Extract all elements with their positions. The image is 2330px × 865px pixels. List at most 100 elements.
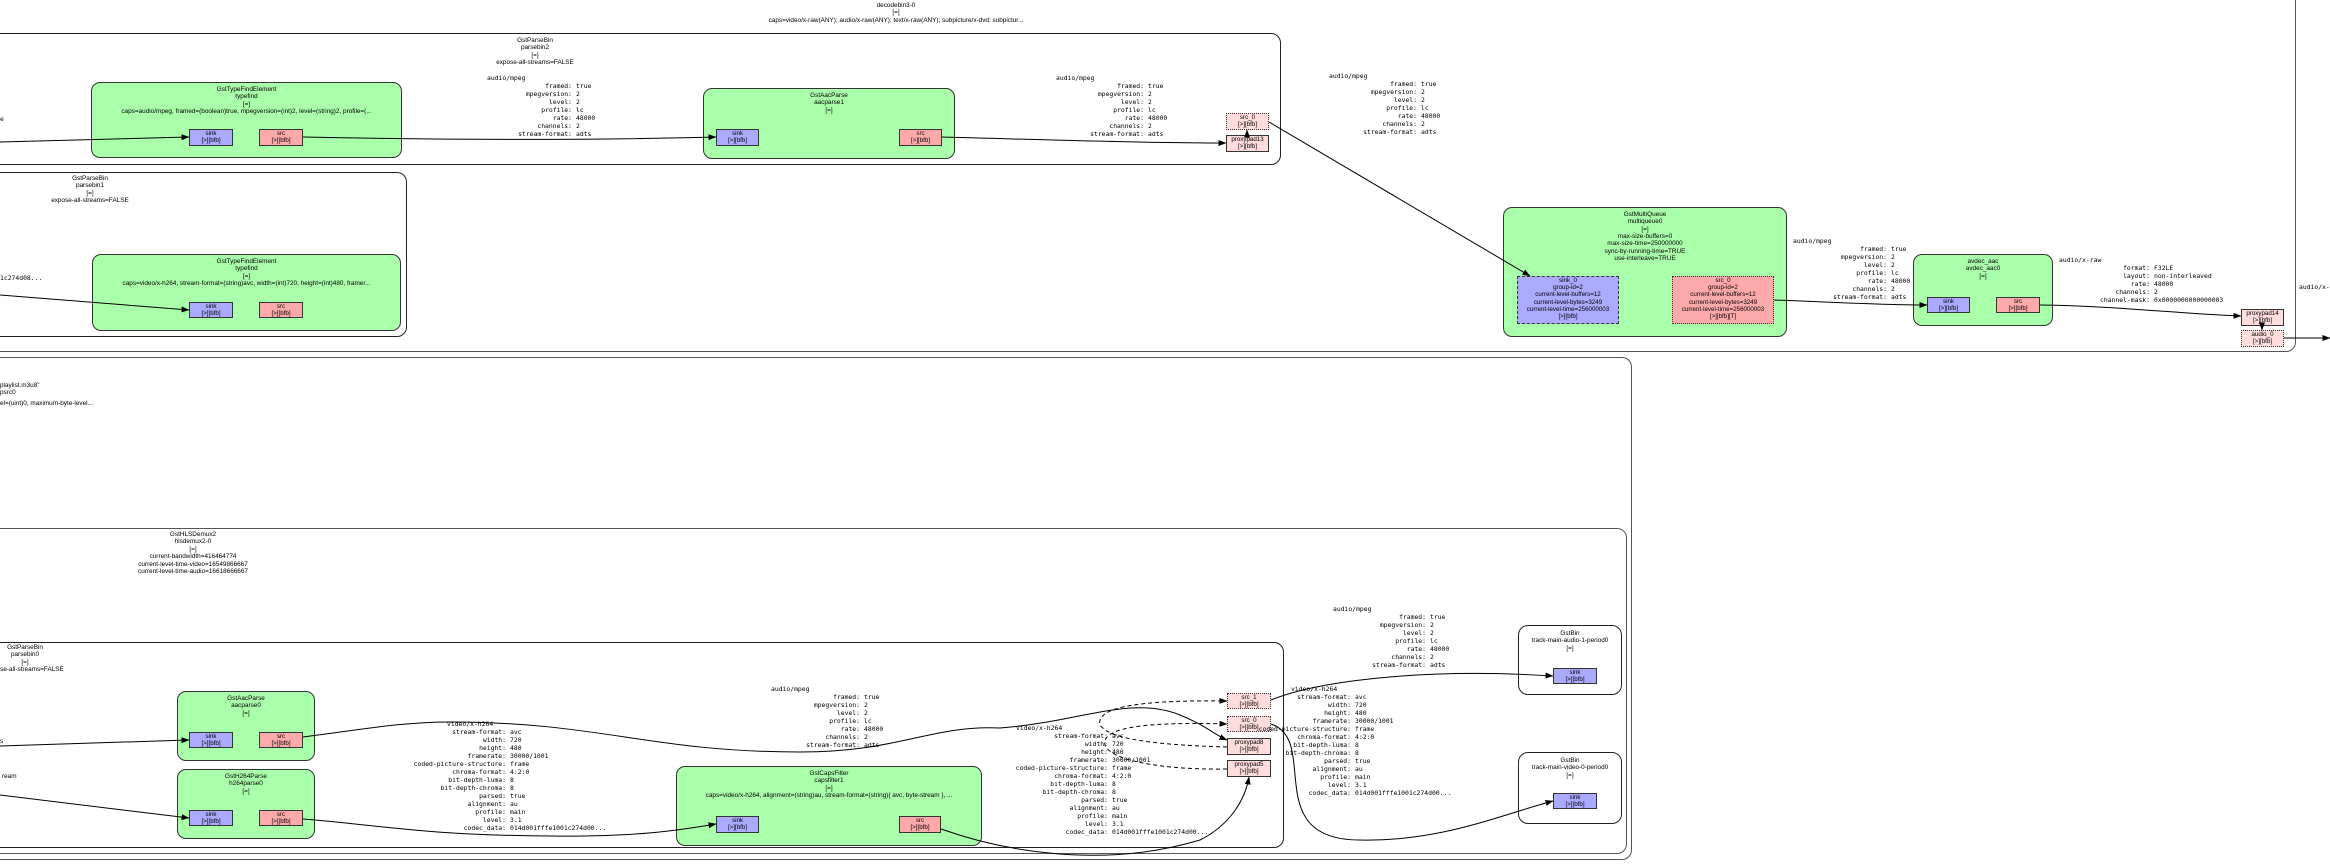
pad-pb0_src1[interactable]: src_1[>][bfb] xyxy=(1227,693,1271,709)
pad-h264_sink[interactable]: sink[>][bfb] xyxy=(189,810,233,826)
element-h264parse0-label-line: GstH264Parse xyxy=(225,773,267,780)
caps-media-label: audio/mpeg xyxy=(1056,74,1095,82)
pad-label: [>][bfb] xyxy=(1237,143,1258,151)
caps-field-value: 720 xyxy=(1112,740,1124,748)
caps-field-value: 2 xyxy=(864,733,868,741)
pad-label: sink xyxy=(205,811,217,818)
caps-field-key: stream-format: xyxy=(1297,693,1351,701)
cluster-parsebin0-title-line: GstParseBin xyxy=(7,644,43,651)
element-typefind_audio-label-line: GstTypeFindElement xyxy=(216,86,277,93)
pad-label: src_0 xyxy=(1241,717,1257,724)
cluster-track_video-title-line: [=] xyxy=(1566,771,1574,779)
cluster-track_audio-title-line: track-main-audio-1-period0 xyxy=(1531,637,1609,645)
caps-field-value: 2 xyxy=(864,701,868,709)
pad-h264_src[interactable]: src[>][bfb] xyxy=(259,810,303,826)
edge-link xyxy=(0,737,190,747)
caps-field-value: avc xyxy=(1355,693,1367,701)
element-typefind_audio[interactable] xyxy=(91,82,402,158)
caps-field-key: level: xyxy=(1327,781,1351,789)
element-capsfilter1-label-line: capsfilter1 xyxy=(814,777,844,785)
caps-field-key: rate: xyxy=(2130,280,2150,288)
pad-cf_sink[interactable]: sink[>][bfb] xyxy=(716,816,759,833)
cluster-parsebin0-title-line: parsebin0 xyxy=(10,651,40,659)
element-capsfilter1-label-line: GstCapsFilter xyxy=(809,770,849,777)
pad-label: group-id=2 xyxy=(1708,284,1738,292)
pad-avdec_src[interactable]: src[>][bfb] xyxy=(1996,297,2040,313)
pad-label: audio_0 xyxy=(2251,331,2274,338)
edge-link xyxy=(940,776,1251,856)
caps-field-key: bit-depth-luma: xyxy=(1050,780,1108,788)
pad-label: [>][bfb] xyxy=(201,310,221,318)
pad-tfv_sink[interactable]: sink[>][bfb] xyxy=(189,302,233,318)
caps-field-key: stream-format: xyxy=(1090,130,1144,138)
caps-field-value: lc xyxy=(1430,637,1438,645)
pad-pb0_src0[interactable]: src_0[>][bfb] xyxy=(1227,716,1271,732)
cluster-track_audio-title-line: GstBin xyxy=(1560,630,1580,637)
caps-field-value: lc xyxy=(576,106,584,114)
edge-link xyxy=(1099,697,1228,748)
pad-label: sink xyxy=(731,817,743,824)
element-typefind_video-label-line: caps=video/x-h264, stream-format=(string… xyxy=(122,280,371,288)
pad-label: [>][bfb] xyxy=(201,818,221,826)
caps-field-value: non-interleaved xyxy=(2154,272,2212,280)
pad-audio_0[interactable]: audio_0[>][bfb] xyxy=(2241,330,2284,347)
caps-field-key: bit-depth-luma: xyxy=(448,776,506,784)
pad-label: [>][bfb] xyxy=(910,824,930,832)
pad-cf_src[interactable]: src[>][bfb] xyxy=(899,816,941,833)
element-aacparse1[interactable] xyxy=(703,88,955,159)
caps-field-key: level: xyxy=(1120,98,1144,106)
caps-field-key: profile: xyxy=(829,717,860,725)
cluster-souphttpsrc xyxy=(0,357,1632,860)
caps-field-key: profile: xyxy=(1395,637,1426,645)
pad-aac0_src[interactable]: src[>][bfb] xyxy=(259,732,303,748)
caps-field-value: 30000/1001 xyxy=(510,752,549,760)
pad-aac1_sink[interactable]: sink[>][bfb] xyxy=(716,129,759,146)
pad-proxypad8[interactable]: proxypad8[>][bfb] xyxy=(1227,738,1271,755)
element-avdec_aac0[interactable] xyxy=(1913,254,2053,326)
pad-aac0_sink[interactable]: sink[>][bfb] xyxy=(189,732,233,748)
edge-link xyxy=(1773,299,1928,308)
pad-proxypad5[interactable]: proxypad5[>][bfb] xyxy=(1227,760,1271,777)
caps-field-value: 2 xyxy=(1430,653,1434,661)
pad-aac1_src[interactable]: src[>][bfb] xyxy=(899,129,942,146)
pad-tfa_src[interactable]: src[>][bfb] xyxy=(259,129,303,146)
element-aacparse0[interactable] xyxy=(177,691,315,761)
caps-field-key: width: xyxy=(1327,701,1351,709)
caps-field-key: bit-depth-chroma: xyxy=(1042,788,1108,796)
element-h264parse0[interactable] xyxy=(177,769,315,839)
pad-ta_sink[interactable]: sink[>][bfb] xyxy=(1553,668,1597,684)
element-h264parse0-label-line: h264parse0 xyxy=(229,780,263,788)
caps-field-key: level: xyxy=(482,816,506,824)
element-typefind_video[interactable] xyxy=(92,254,401,331)
caps-field-value: 8 xyxy=(1112,788,1116,796)
caps-field-key: width: xyxy=(482,736,506,744)
caps-field-value: 48000 xyxy=(576,114,596,122)
caps-field-value: 3.1 xyxy=(1112,820,1124,828)
element-multiqueue0-label-line: use-interleave=TRUE xyxy=(1614,254,1676,262)
caps-field-key: height: xyxy=(1324,709,1351,717)
caps-field-value: au xyxy=(510,800,518,808)
caps-field-key: profile: xyxy=(1320,773,1351,781)
cluster-track_audio xyxy=(1518,625,1622,695)
pad-tfa_sink[interactable]: sink[>][bfb] xyxy=(189,129,233,146)
pad-tfv_src[interactable]: src[>][bfb] xyxy=(259,302,303,318)
caps-field-value: avc xyxy=(510,728,522,736)
caps-field-value: adts xyxy=(1891,293,1907,301)
caps-field-value: au xyxy=(1112,804,1120,812)
caps-field-value: 2 xyxy=(1421,96,1425,104)
caps-field-value: 48000 xyxy=(2154,280,2174,288)
pad-label: [>][bfb] xyxy=(1239,701,1259,709)
pad-label: [>][bfb] xyxy=(271,310,291,318)
souphttpsrc-label-line: el=(uint)0, maximum-byte-level... xyxy=(0,400,93,407)
pad-label: proxypad8 xyxy=(1234,739,1264,746)
pad-tv_sink[interactable]: sink[>][bfb] xyxy=(1553,793,1597,809)
pad-label: [>][bfb] xyxy=(1239,746,1259,754)
pad-label: sink xyxy=(205,130,217,137)
pad-label: src xyxy=(276,811,286,818)
pad-avdec_sink[interactable]: sink[>][bfb] xyxy=(1927,297,1970,313)
pad-label: sink xyxy=(1569,794,1581,801)
caps-field-key: rate: xyxy=(1124,114,1144,122)
caps-field-value: 2 xyxy=(864,709,868,717)
